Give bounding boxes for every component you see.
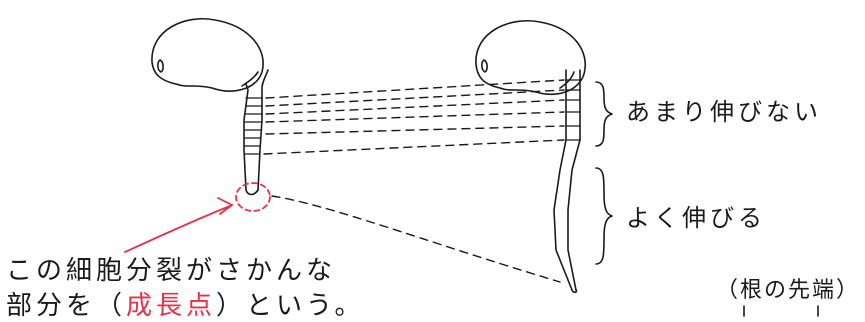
- callout-text-line2: 部分を（成長点）という。: [6, 285, 364, 322]
- left-root-outline-b: [257, 69, 269, 191]
- left-seedling: [151, 18, 269, 196]
- callout-text-line1: この細胞分裂がさかんな: [6, 256, 337, 286]
- right-seedling: [475, 20, 586, 294]
- left-root-tip: [245, 189, 259, 196]
- right-seed-notch: [559, 71, 575, 89]
- left-root-outline-a: [243, 83, 249, 191]
- upper-brace: [595, 81, 613, 147]
- lower-brace-label: よく伸びる: [626, 204, 766, 232]
- right-seed: [475, 20, 586, 96]
- callout-suffix: ）という。: [216, 291, 365, 321]
- callout-arrow: [124, 205, 231, 253]
- growth-point-term: 成長点: [126, 291, 217, 321]
- callout-prefix: 部分を（: [6, 291, 127, 321]
- right-root-outline-b: [567, 69, 581, 291]
- right-seed-hilum: [481, 59, 488, 73]
- callout-arrow-head: [217, 197, 234, 215]
- right-root-marks: [565, 79, 581, 141]
- lower-brace: [595, 167, 613, 265]
- root-tip-label: （根の先端）: [716, 278, 861, 303]
- left-root-marks: [244, 97, 263, 155]
- left-seed-notch: [241, 71, 259, 87]
- growth-point-circle: [235, 182, 271, 212]
- left-seed: [151, 18, 264, 92]
- right-root-tip: [571, 289, 578, 294]
- correspondence-lines: [263, 79, 565, 283]
- upper-brace-label: あまり伸びない: [626, 98, 822, 126]
- left-seed-hilum: [157, 59, 164, 73]
